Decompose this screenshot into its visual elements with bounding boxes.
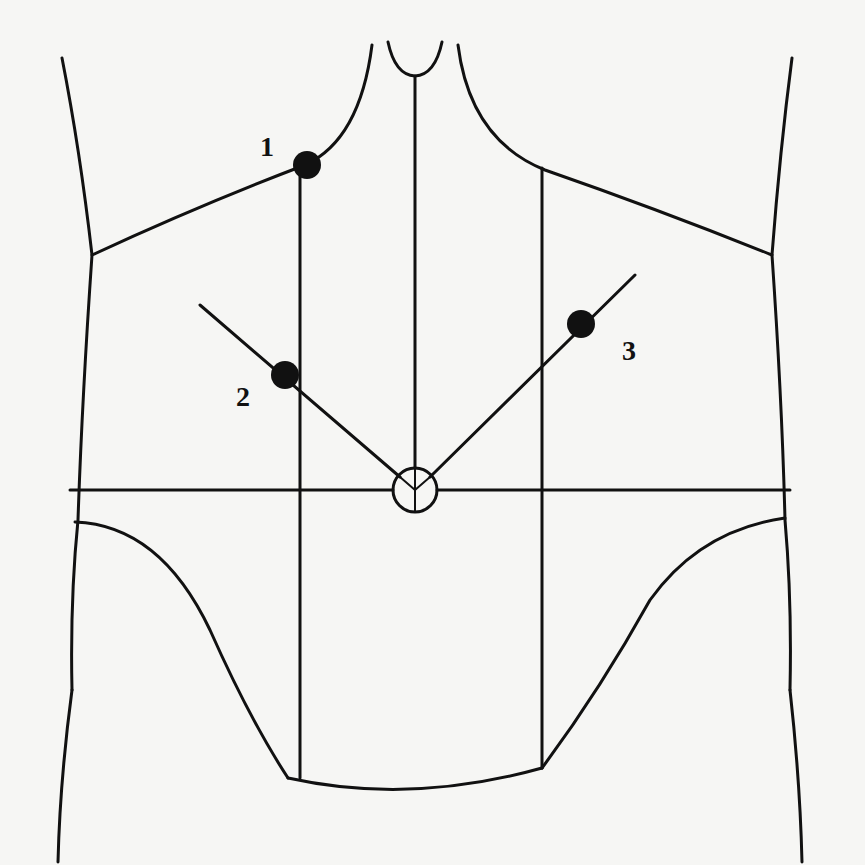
inguinal-line — [75, 522, 288, 778]
umbilicus — [393, 468, 437, 512]
midclavicular-line — [541, 168, 544, 768]
shoulder-line — [92, 45, 372, 255]
shoulder-line — [458, 45, 772, 255]
oblique-line — [430, 275, 635, 477]
palpation-point — [567, 310, 595, 338]
umbilicus — [400, 477, 415, 490]
pubic-line — [288, 768, 542, 789]
body-outline — [772, 58, 792, 690]
jugular-notch — [388, 42, 442, 76]
callout-number: 1 — [258, 132, 276, 162]
horizontal-line — [70, 489, 393, 492]
oblique-line — [200, 305, 400, 477]
callout-number: 3 — [620, 336, 638, 366]
body-outline — [62, 58, 92, 690]
umbilicus — [415, 477, 430, 490]
body-outline — [58, 690, 72, 862]
callout-number: 2 — [234, 382, 252, 412]
midclavicular-line — [299, 165, 302, 778]
midline — [414, 76, 417, 468]
palpation-point — [271, 361, 299, 389]
palpation-point — [293, 151, 321, 179]
horizontal-line — [437, 489, 790, 492]
inguinal-line — [542, 518, 785, 768]
body-outline — [790, 690, 802, 862]
